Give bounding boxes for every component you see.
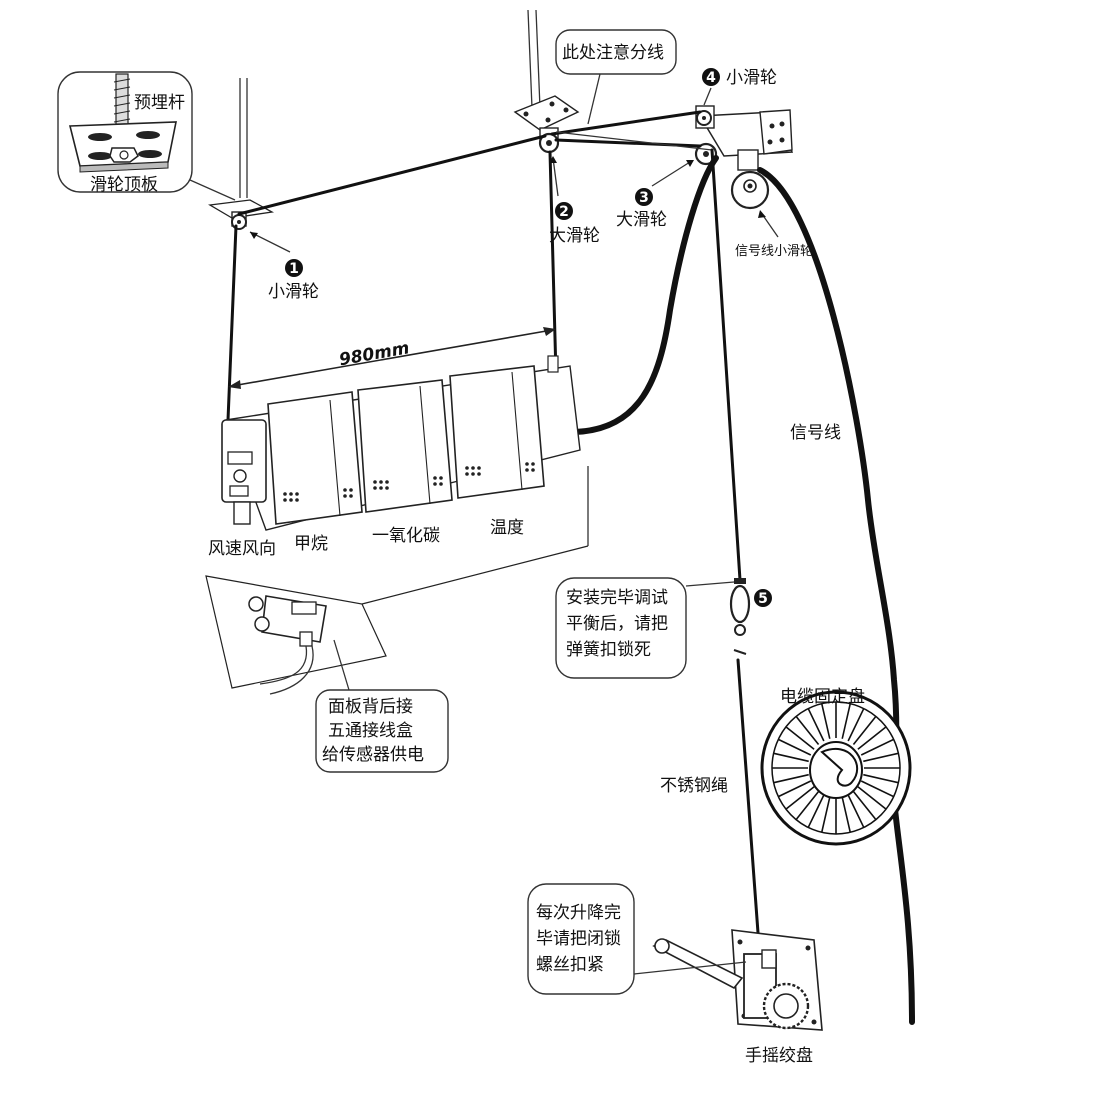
hand-winch	[652, 929, 823, 1031]
ropes	[226, 110, 762, 962]
methane-sensor	[267, 391, 363, 525]
pulley-2	[513, 95, 580, 154]
winch-lock-note-3: 螺丝扣紧	[536, 955, 604, 975]
split-note-callout: 此处注意分线	[555, 29, 677, 125]
reel-spoke	[795, 790, 820, 821]
dimension-label: 980mm	[338, 338, 411, 370]
back-panel-note-3: 给传感器供电	[322, 745, 424, 765]
steel-rope-label: 不锈钢绳	[660, 776, 728, 796]
spring-clip	[729, 578, 751, 655]
reel-spoke	[847, 708, 865, 742]
embedded-rod-label: 预埋杆	[134, 93, 185, 113]
cable-reel	[760, 690, 912, 846]
marker-1: 1	[289, 261, 299, 277]
sensor-panel: 风速风向 甲烷 一氧化碳 温度	[208, 355, 581, 559]
spring-lock-note-2: 平衡后，请把	[566, 614, 668, 634]
winch-lock-note-1: 每次升降完	[536, 903, 621, 923]
reel-spoke	[863, 773, 899, 784]
reel-spoke	[785, 726, 815, 750]
reel-spoke	[863, 752, 899, 763]
sensor-power-cable	[571, 155, 719, 435]
reel-spoke	[847, 794, 865, 828]
pulley-4-label: 小滑轮	[726, 68, 777, 88]
reel-spoke	[820, 703, 831, 739]
cable-reel-label: 电缆固定盘	[780, 687, 865, 707]
reel-spoke	[777, 738, 812, 756]
back-panel-note: 面板背后接 五通接线盒 给传感器供电	[315, 689, 449, 773]
reel-spoke	[773, 752, 809, 763]
temperature-sensor	[449, 365, 545, 499]
pulley-2-label: 大滑轮	[549, 226, 600, 246]
reel-spoke	[795, 715, 820, 746]
marker-3: 3	[639, 190, 649, 206]
wind-sensor-label: 风速风向	[208, 539, 276, 559]
ceiling-lines	[239, 9, 541, 198]
pulley-top-plate-label: 滑轮顶板	[90, 175, 158, 195]
signal-cable	[757, 167, 915, 1025]
wind-sensor	[221, 419, 267, 525]
spring-lock-note-3: 弹簧扣锁死	[566, 640, 651, 660]
marker-4: 4	[706, 70, 716, 86]
reel-spoke	[860, 780, 895, 798]
reel-spoke	[841, 797, 852, 833]
temperature-label: 温度	[490, 518, 524, 538]
pulley-1	[208, 199, 275, 230]
marker-2: 2	[559, 204, 569, 220]
pulley-1-label: 小滑轮	[268, 282, 319, 302]
marker-5: 5	[758, 591, 768, 607]
reel-spoke	[785, 786, 815, 810]
spring-lock-note-1: 安装完毕调试	[566, 588, 668, 608]
marker-1-circle	[285, 259, 303, 277]
reel-spoke	[860, 738, 895, 756]
winch-lock-note: 每次升降完 毕请把闭锁 螺丝扣紧	[527, 883, 747, 995]
reel-spoke	[841, 703, 852, 739]
pulley-3-4-bracket	[694, 105, 794, 210]
reel-spoke	[820, 797, 831, 833]
reel-spoke	[807, 794, 825, 828]
signal-line-label: 信号线	[790, 423, 841, 443]
reel-spoke	[777, 780, 812, 798]
reel-spoke	[807, 708, 825, 742]
reel-spoke	[857, 786, 887, 810]
signal-pulley-label: 信号线小滑轮	[735, 244, 813, 259]
pulley-1-pointer	[249, 231, 291, 253]
junction-box-detail	[205, 466, 589, 695]
top-plate-callout: 预埋杆 滑轮顶板	[57, 71, 236, 201]
back-panel-note-2: 五通接线盒	[328, 721, 413, 741]
reel-spoke	[773, 773, 809, 784]
spring-lock-note: 安装完毕调试 平衡后，请把 弹簧扣锁死	[555, 577, 735, 679]
co-label: 一氧化碳	[372, 526, 440, 546]
reel-spoke	[857, 726, 887, 750]
split-note-label: 此处注意分线	[562, 43, 664, 63]
reel-spoke	[852, 715, 877, 746]
co-sensor	[357, 379, 453, 513]
pulley-3-label: 大滑轮	[616, 210, 667, 230]
back-panel-note-1: 面板背后接	[328, 697, 413, 717]
winch-lock-note-2: 毕请把闭锁	[536, 929, 621, 949]
hand-winch-label: 手摇绞盘	[745, 1046, 813, 1066]
reel-spoke	[852, 790, 877, 821]
methane-label: 甲烷	[294, 534, 328, 554]
